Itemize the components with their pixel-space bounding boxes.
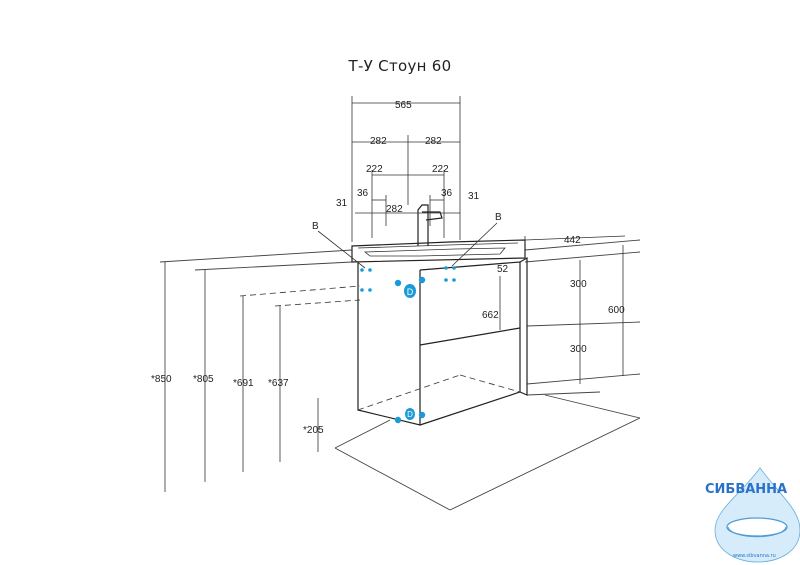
drawing-title: Т-У Стоун 60 <box>348 57 452 75</box>
b-label-left: B <box>312 221 319 232</box>
dim-300-bottom: 300 <box>570 344 587 355</box>
dim-205: *205 <box>303 425 324 436</box>
brand-logo: СИБВАННА www.sibvanna.ru <box>705 467 800 563</box>
connector-dot <box>360 288 364 292</box>
d-label-top: D <box>407 287 414 297</box>
d-label-bottom: D <box>407 410 413 419</box>
connector-dot <box>444 278 448 282</box>
left-dimensions: *850 *805 *691 *637 *205 <box>151 262 324 492</box>
connector-dot <box>368 268 372 272</box>
dim-222-right: 222 <box>432 164 449 175</box>
right-dimensions: 52 662 300 300 600 <box>482 245 625 384</box>
bathtub-icon <box>726 517 788 537</box>
connector-dot <box>360 268 364 272</box>
logo-name: СИБВАННА <box>705 482 787 497</box>
dim-282-right: 282 <box>425 136 442 147</box>
dim-600: 600 <box>608 305 625 316</box>
fixing-point <box>394 279 402 287</box>
logo-url: www.sibvanna.ru <box>733 553 776 559</box>
dim-31-left: 31 <box>336 198 348 209</box>
dim-662: 662 <box>482 310 499 321</box>
dim-850: *850 <box>151 374 172 385</box>
dim-31-right: 31 <box>468 191 480 202</box>
dim-442: 442 <box>564 235 581 246</box>
dim-222-left: 222 <box>366 164 383 175</box>
cabinet <box>351 204 528 426</box>
dim-282-mid: 282 <box>386 204 403 215</box>
dim-637: *637 <box>268 378 289 389</box>
dim-691: *691 <box>233 378 254 389</box>
dim-52: 52 <box>497 264 509 275</box>
fixing-point <box>418 411 426 419</box>
fixing-point <box>418 276 426 284</box>
water-drop-icon <box>714 467 800 563</box>
floor-outline <box>334 394 641 511</box>
connector-dot <box>452 266 456 270</box>
dim-282-left: 282 <box>370 136 387 147</box>
dim-565: 565 <box>395 100 412 111</box>
b-labels: B B <box>312 212 502 269</box>
connector-dot <box>444 266 448 270</box>
fixing-point <box>394 416 402 424</box>
connectors: D D <box>360 266 456 424</box>
b-label-right: B <box>495 212 502 223</box>
drain-marker-top <box>404 284 416 298</box>
dim-300-top: 300 <box>570 279 587 290</box>
drain-marker-bottom <box>405 408 415 420</box>
connector-dot <box>368 288 372 292</box>
dim-36-left: 36 <box>357 188 369 199</box>
dim-805: *805 <box>193 374 214 385</box>
dim-36-right: 36 <box>441 188 453 199</box>
wall-lines <box>159 239 641 396</box>
connector-dot <box>452 278 456 282</box>
top-dimensions: 565 282 282 222 222 36 36 31 282 31 442 <box>336 96 626 246</box>
